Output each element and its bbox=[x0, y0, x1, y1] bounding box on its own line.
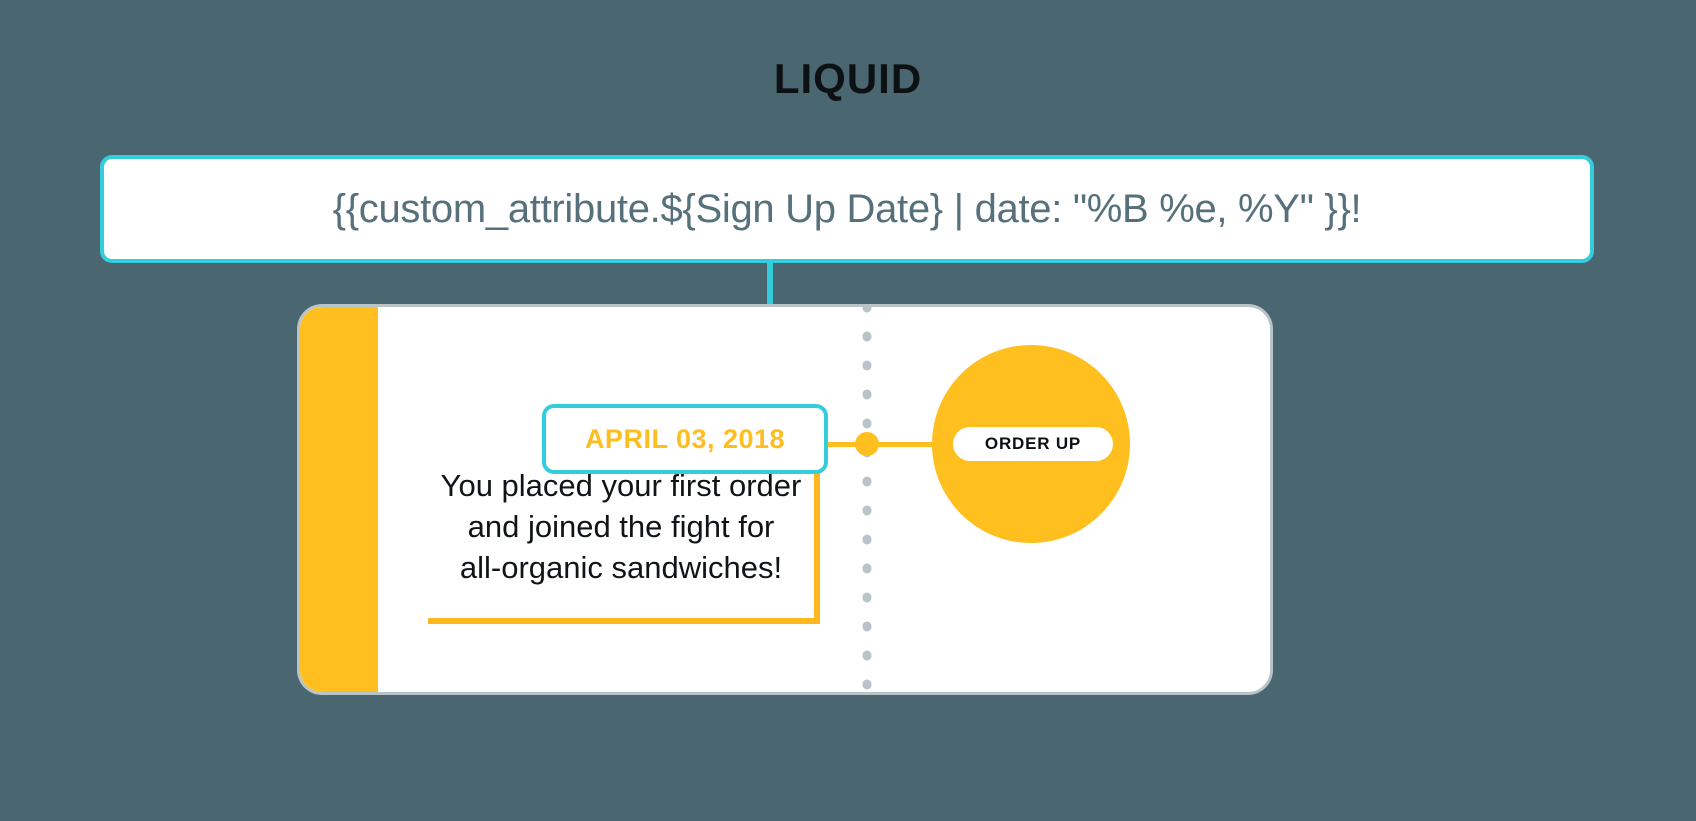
entry-line: and joined the fight for bbox=[467, 509, 775, 544]
timeline-connector-line bbox=[828, 442, 948, 447]
entry-line: all-organic sandwiches! bbox=[459, 550, 783, 585]
timeline-entry: You placed your first order and joined t… bbox=[428, 459, 820, 624]
date-badge[interactable]: APRIL 03, 2018 bbox=[542, 404, 828, 474]
card-accent-stripe bbox=[300, 307, 378, 692]
email-preview-card: You placed your first order and joined t… bbox=[300, 307, 1270, 692]
date-badge-label: APRIL 03, 2018 bbox=[584, 423, 786, 454]
order-up-badge[interactable]: ORDER UP bbox=[953, 427, 1113, 461]
timeline-entry-body: You placed your first order and joined t… bbox=[428, 465, 814, 588]
liquid-code-text: {{custom_attribute.${Sign Up Date} | dat… bbox=[332, 186, 1362, 231]
order-up-badge-label: ORDER UP bbox=[984, 434, 1082, 453]
page-title: LIQUID bbox=[773, 55, 923, 102]
dotted-divider bbox=[862, 307, 872, 692]
timeline-connector-dot bbox=[855, 432, 879, 456]
liquid-code-box[interactable]: {{custom_attribute.${Sign Up Date} | dat… bbox=[100, 155, 1594, 263]
